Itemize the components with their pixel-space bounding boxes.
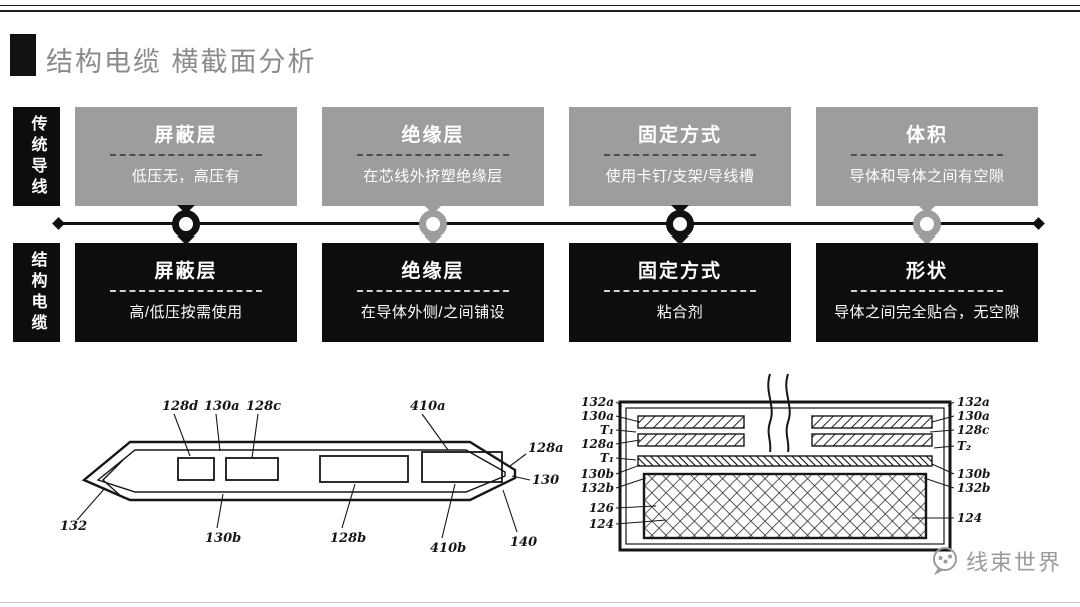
fig-label-130a: 130a	[204, 399, 240, 414]
fig-label-t1b-left: T₁	[600, 451, 614, 465]
fig-label-128c: 128c	[246, 399, 281, 414]
connector-triangle-icon	[177, 205, 195, 214]
card-desc: 低压无，高压有	[131, 168, 241, 185]
connector-triangle-icon	[424, 236, 442, 245]
top-rule-thick	[0, 10, 1080, 12]
row-label-structural-cable: 结构电缆	[13, 243, 60, 342]
fig-label-132b-left: 132b	[581, 481, 614, 495]
card-desc: 导体之间完全贴合，无空隙	[833, 304, 1020, 321]
dashed-divider	[851, 154, 1003, 156]
card-title: 屏蔽层	[154, 125, 218, 146]
card-title: 体积	[905, 125, 948, 146]
card-traditional-insulation: 绝缘层 在芯线外挤塑绝缘层	[322, 107, 544, 206]
fig-label-128a: 128a	[528, 441, 564, 456]
card-title: 形状	[905, 261, 948, 282]
timeline-node-icon	[172, 210, 200, 238]
fig-label-130a-right: 130a	[957, 409, 990, 423]
card-title: 绝缘层	[401, 125, 465, 146]
fig-label-130b-right: 130b	[957, 467, 990, 481]
fig-label-410b: 410b	[430, 541, 466, 556]
connector-triangle-icon	[177, 236, 195, 245]
timeline-end-left	[52, 217, 65, 230]
fig-label-126-left: 126	[589, 501, 615, 515]
fig-label-410a: 410a	[410, 399, 446, 414]
fig-label-132a-left: 132a	[581, 395, 614, 409]
card-structural-fixing: 固定方式 粘合剂	[569, 243, 791, 342]
patent-figure-flat-cable: 128d 130a 128c 410a 128a 130 132 130b 12…	[60, 399, 564, 556]
fig-label-124-right: 124	[957, 511, 982, 525]
card-title: 固定方式	[637, 261, 722, 282]
fig-label-124-left: 124	[589, 517, 614, 531]
card-desc: 粘合剂	[656, 304, 704, 321]
fig-label-132a-right: 132a	[957, 395, 990, 409]
speech-bubble-logo-icon	[932, 547, 957, 575]
card-traditional-shielding: 屏蔽层 低压无，高压有	[75, 107, 297, 206]
card-traditional-fixing: 固定方式 使用卡钉/支架/导线槽	[569, 107, 791, 206]
card-title: 屏蔽层	[154, 261, 218, 282]
connector-triangle-icon	[671, 236, 689, 245]
fig-label-130: 130	[532, 473, 559, 488]
fig-label-130b-left: 130b	[581, 467, 614, 481]
timeline-end-right	[1032, 217, 1045, 230]
page-title: 结构电缆 横截面分析	[46, 47, 317, 77]
dashed-divider	[851, 290, 1003, 292]
fig-label-132: 132	[60, 519, 87, 534]
dashed-divider	[110, 154, 262, 156]
card-structural-insulation: 绝缘层 在导体外侧/之间铺设	[322, 243, 544, 342]
fig-label-t1-left: T₁	[600, 423, 614, 437]
fig-label-130b: 130b	[205, 531, 241, 546]
card-desc: 使用卡钉/支架/导线槽	[605, 168, 755, 185]
timeline-node-icon	[419, 210, 447, 238]
card-desc: 在导体外侧/之间铺设	[360, 304, 506, 321]
dashed-divider	[357, 154, 509, 156]
dashed-divider	[604, 154, 756, 156]
fig-label-128c-right: 128c	[957, 423, 990, 437]
top-rule-thin	[0, 5, 1080, 6]
fig-label-128b: 128b	[330, 531, 366, 546]
fig-label-128a-left: 128a	[581, 437, 614, 451]
fig-label-140: 140	[510, 535, 537, 550]
fig-label-128d: 128d	[162, 399, 198, 414]
watermark-text: 线束世界	[965, 550, 1062, 575]
timeline-node-icon	[666, 210, 694, 238]
card-traditional-volume: 体积 导体和导体之间有空隙	[816, 107, 1038, 206]
card-desc: 高/低压按需使用	[129, 304, 243, 321]
fig-label-t2-right: T₂	[957, 439, 971, 453]
bottom-rule	[0, 602, 1080, 603]
connector-triangle-icon	[918, 205, 936, 214]
timeline-node-icon	[913, 210, 941, 238]
card-desc: 在芯线外挤塑绝缘层	[363, 168, 503, 185]
connector-triangle-icon	[918, 236, 936, 245]
fig-label-130a-left: 130a	[581, 409, 614, 423]
fig-label-132b-right: 132b	[957, 481, 990, 495]
card-desc: 导体和导体之间有空隙	[849, 168, 1005, 185]
timeline-line	[58, 222, 1038, 225]
patent-figure-layer-stack: 132a 130a T₁ 128a T₁ 130b 132b 126 124 1…	[581, 373, 990, 552]
connector-triangle-icon	[424, 205, 442, 214]
dashed-divider	[110, 290, 262, 292]
card-title: 固定方式	[637, 125, 722, 146]
title-accent-square	[10, 34, 36, 76]
dashed-divider	[604, 290, 756, 292]
card-structural-shape: 形状 导体之间完全贴合，无空隙	[816, 243, 1038, 342]
dashed-divider	[357, 290, 509, 292]
connector-triangle-icon	[671, 205, 689, 214]
card-title: 绝缘层	[401, 261, 465, 282]
card-structural-shielding: 屏蔽层 高/低压按需使用	[75, 243, 297, 342]
watermark: 线束世界	[930, 545, 1062, 577]
row-label-traditional-wire: 传统导线	[13, 107, 60, 206]
